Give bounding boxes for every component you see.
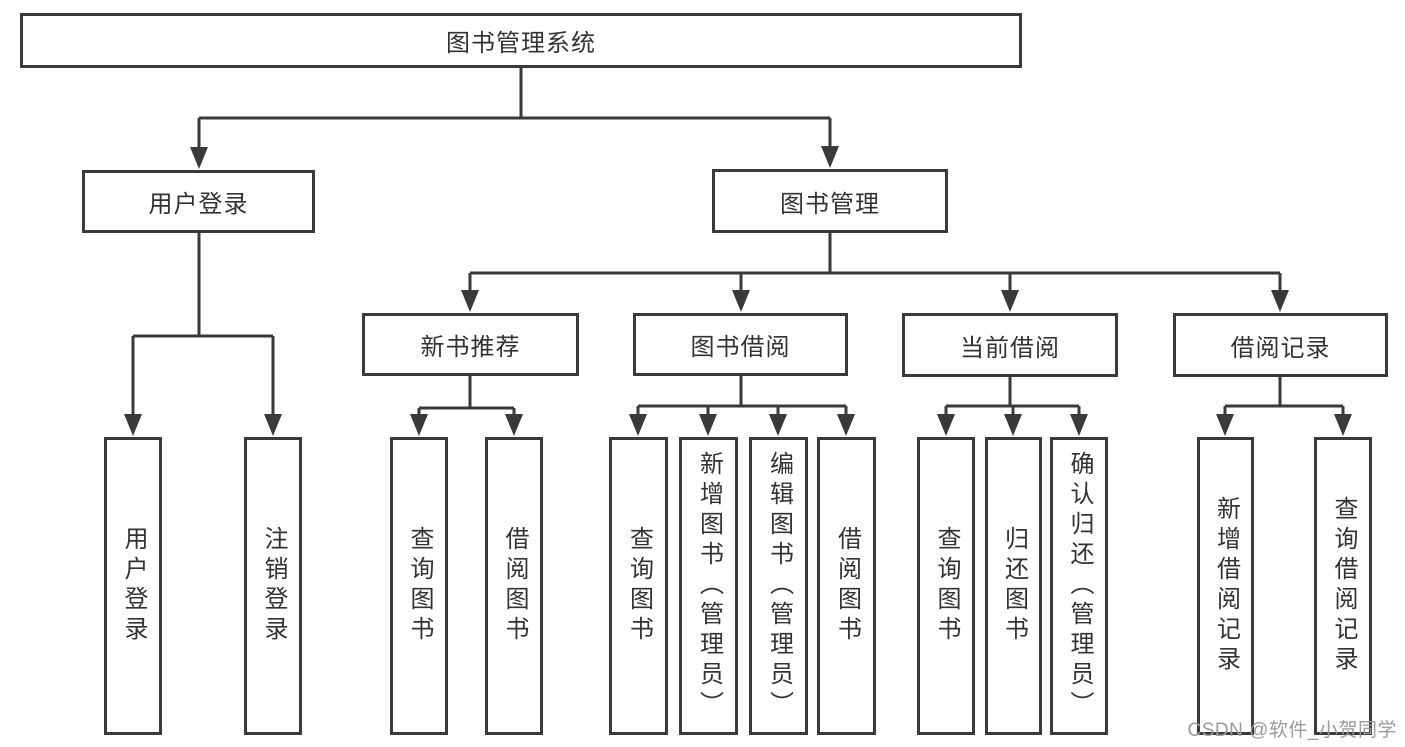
leaf-borrow-edit-books: 编辑图书（管理员） [749, 437, 808, 735]
leaf-label: 用户登录 [120, 526, 147, 646]
leaf-label: 借阅图书 [501, 526, 528, 646]
leaf-user-login: 用户登录 [104, 437, 162, 735]
leaf-label: 查询图书 [625, 526, 653, 646]
leaf-label: 查询图书 [406, 526, 433, 646]
leaf-current-return-books: 归还图书 [985, 437, 1042, 735]
leaf-label: 归还图书 [1000, 526, 1028, 646]
leaf-label: 查询图书 [933, 526, 960, 646]
leaf-label: 新增图书（管理员） [695, 451, 723, 721]
node-root: 图书管理系统 [20, 13, 1022, 68]
leaf-recommend-borrow-books: 借阅图书 [485, 437, 543, 735]
leaf-logout: 注销登录 [244, 437, 302, 735]
watermark: CSDN @软件_小贺同学 [1187, 720, 1397, 741]
node-user-login: 用户登录 [82, 170, 315, 233]
leaf-records-query-record: 查询借阅记录 [1314, 437, 1372, 735]
leaf-label: 新增借阅记录 [1212, 496, 1240, 676]
leaf-records-add-record: 新增借阅记录 [1197, 437, 1254, 735]
leaf-label: 查询借阅记录 [1330, 496, 1357, 676]
leaf-borrow-add-books: 新增图书（管理员） [679, 437, 738, 735]
leaf-current-confirm-return: 确认归还（管理员） [1050, 437, 1108, 735]
leaf-label: 注销登录 [260, 526, 287, 646]
leaf-label: 编辑图书（管理员） [765, 451, 793, 721]
leaf-current-query-books: 查询图书 [917, 437, 975, 735]
node-book-borrow: 图书借阅 [633, 313, 848, 376]
node-book-management: 图书管理 [712, 169, 948, 233]
leaf-borrow-borrow-books: 借阅图书 [817, 437, 876, 735]
leaf-recommend-query-books: 查询图书 [390, 437, 448, 735]
node-current-borrow: 当前借阅 [902, 313, 1118, 377]
node-borrow-records: 借阅记录 [1173, 313, 1388, 377]
leaf-label: 确认归还（管理员） [1066, 451, 1093, 721]
leaf-label: 借阅图书 [833, 526, 861, 646]
node-new-book-recommend: 新书推荐 [362, 313, 579, 376]
leaf-borrow-query-books: 查询图书 [609, 437, 668, 735]
